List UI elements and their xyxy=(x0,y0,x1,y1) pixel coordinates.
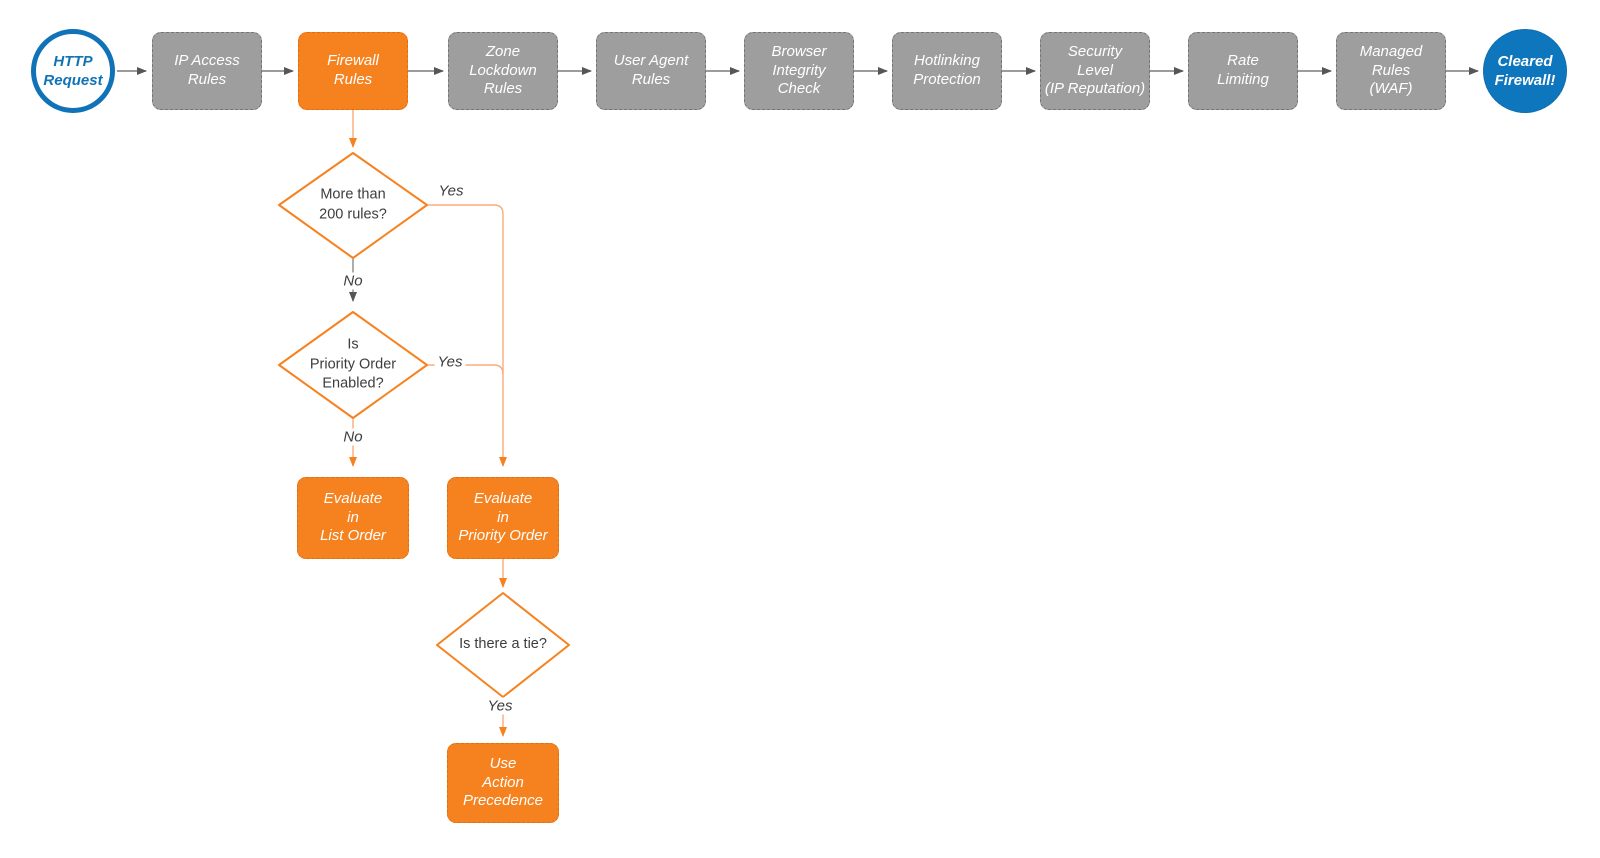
connector-over200-yes-to-priority-box xyxy=(427,204,507,467)
decision-over-200-rules-label: More than 200 rules? xyxy=(319,186,387,222)
label-yes-tie: Yes xyxy=(484,697,516,715)
use-action-precedence-box: Use Action Precedence xyxy=(447,743,559,823)
label-yes-priority-enabled: Yes xyxy=(434,353,466,371)
label-no-priority-enabled: No xyxy=(340,428,366,446)
evaluate-in-priority-order-box: Evaluate in Priority Order xyxy=(447,477,559,559)
stage-security-level: Security Level (IP Reputation) xyxy=(1040,32,1150,110)
decision-diamonds xyxy=(278,152,570,698)
label-yes-over-200: Yes xyxy=(435,182,467,200)
stage-browser-integrity-check: Browser Integrity Check xyxy=(744,32,854,110)
stage-zone-lockdown-rules: Zone Lockdown Rules xyxy=(448,32,558,110)
decision-priority-order-enabled xyxy=(278,311,428,419)
label-no-over-200: No xyxy=(340,272,366,290)
decision-priority-order-enabled-label: Is Priority Order Enabled? xyxy=(309,336,397,392)
evaluate-in-list-order-box: Evaluate in List Order xyxy=(297,477,409,559)
stage-hotlinking-protection: Hotlinking Protection xyxy=(892,32,1002,110)
stage-rate-limiting: Rate Limiting xyxy=(1188,32,1298,110)
connector-priority-yes-merge xyxy=(427,364,504,375)
start-node-http-request: HTTP Request xyxy=(31,29,115,113)
stage-managed-rules-waf: Managed Rules (WAF) xyxy=(1336,32,1446,110)
decision-is-there-a-tie-label: Is there a tie? xyxy=(459,636,547,653)
stage-ip-access-rules: IP Access Rules xyxy=(152,32,262,110)
end-node-cleared-firewall: Cleared Firewall! xyxy=(1483,29,1567,113)
decision-over-200-rules xyxy=(278,152,428,259)
decision-is-there-a-tie xyxy=(436,592,570,698)
stage-firewall-rules: Firewall Rules xyxy=(298,32,408,110)
stage-user-agent-rules: User Agent Rules xyxy=(596,32,706,110)
